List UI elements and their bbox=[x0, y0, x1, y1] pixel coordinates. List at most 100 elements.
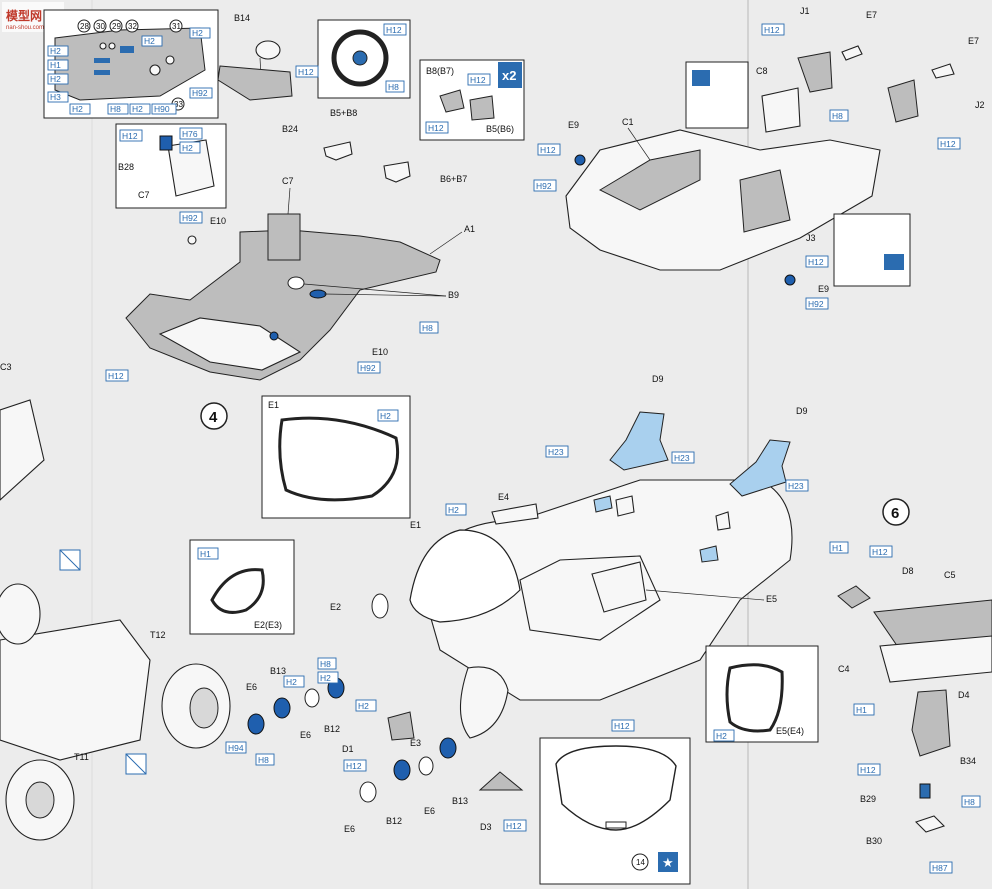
label-d1: D1 bbox=[342, 744, 354, 754]
label-t12: T12 bbox=[150, 630, 166, 640]
code-h12: H12 bbox=[860, 765, 876, 775]
label-d8: D8 bbox=[902, 566, 914, 576]
code-h1: H1 bbox=[856, 705, 867, 715]
label-b13: B13 bbox=[452, 796, 468, 806]
label-b29: B29 bbox=[860, 794, 876, 804]
label-b13: B13 bbox=[270, 666, 286, 676]
code-h12: H12 bbox=[386, 25, 402, 35]
step-number: 4 bbox=[209, 409, 218, 426]
label-c1: C1 bbox=[622, 117, 634, 127]
chassis-tub-a1: C7 E10 H92 A1 B9 H8 E10 H92 H12 bbox=[105, 176, 475, 382]
step-number: 6 bbox=[891, 505, 899, 522]
label-d9: D9 bbox=[652, 374, 664, 384]
label-c4: C4 bbox=[838, 664, 850, 674]
code-h12: H12 bbox=[872, 547, 888, 557]
code-h12: H12 bbox=[122, 131, 138, 141]
code-h2: H2 bbox=[380, 411, 391, 421]
code-h2: H2 bbox=[286, 677, 297, 687]
code-h2: H2 bbox=[50, 46, 61, 56]
no-cement-icon bbox=[125, 753, 147, 775]
headlight-group: B13 E6 H2 H8 H2 H2 E6 B12 H94 H8 D1 H12 … bbox=[225, 657, 527, 834]
label-e7: E7 bbox=[968, 36, 979, 46]
code-h12: H12 bbox=[346, 761, 362, 771]
code-h12: H12 bbox=[298, 67, 314, 77]
code-h2: H2 bbox=[72, 104, 83, 114]
circle-29: 29 bbox=[112, 22, 121, 31]
label-d3: D3 bbox=[480, 822, 492, 832]
label-d9: D9 bbox=[796, 406, 808, 416]
circle-31: 31 bbox=[172, 22, 181, 31]
small-parts-b5-b6: B5+B8 B6+B7 x2 B8(B7) H12 H12 B5(B6) bbox=[323, 59, 525, 184]
circle-33: 33 bbox=[174, 100, 183, 109]
label-b30: B30 bbox=[866, 836, 882, 846]
code-h12: H12 bbox=[764, 25, 780, 35]
dashboard-callout-circles: 28 30 29 32 31 33 bbox=[77, 19, 185, 111]
label-c3: C3 bbox=[0, 362, 12, 372]
label-d4: D4 bbox=[958, 690, 970, 700]
code-h12: H12 bbox=[614, 721, 630, 731]
code-h12: H12 bbox=[940, 139, 956, 149]
rear-suspension-group: C3 T11 T12 bbox=[0, 362, 231, 841]
code-h1: H1 bbox=[200, 549, 211, 559]
code-h92: H92 bbox=[182, 213, 198, 223]
label-t11: T11 bbox=[74, 752, 89, 762]
code-h92: H92 bbox=[192, 88, 208, 98]
label-b5-b8: B5+B8 bbox=[330, 108, 357, 118]
code-h1: H1 bbox=[50, 60, 61, 70]
code-h8: H8 bbox=[320, 659, 331, 669]
code-h87: H87 bbox=[932, 863, 948, 873]
label-e7: E7 bbox=[866, 10, 877, 20]
label-e9: E9 bbox=[568, 120, 579, 130]
label-e10: E10 bbox=[210, 216, 226, 226]
label-e1: E1 bbox=[268, 400, 279, 410]
windscreen-inset-e1: E1 H2 bbox=[261, 395, 411, 519]
code-h12: H12 bbox=[808, 257, 824, 267]
label-e2-e3: E2(E3) bbox=[254, 620, 282, 630]
code-h12: H12 bbox=[428, 123, 444, 133]
circle-32: 32 bbox=[128, 22, 137, 31]
code-h23: H23 bbox=[674, 453, 690, 463]
code-h8: H8 bbox=[388, 82, 399, 92]
label-b24: B24 bbox=[282, 124, 298, 134]
label-b6-b7: B6+B7 bbox=[440, 174, 467, 184]
code-h12: H12 bbox=[108, 371, 124, 381]
label-c7: C7 bbox=[138, 190, 150, 200]
code-h8: H8 bbox=[422, 323, 433, 333]
code-h94: H94 bbox=[228, 743, 244, 753]
rear-wing-group: H1 H12 D8 C5 C4 H1 D4 B34 H12 B29 H8 B30… bbox=[829, 541, 992, 874]
d9-parts: D9 H23 H23 D9 H23 bbox=[545, 374, 809, 563]
code-h2: H2 bbox=[182, 143, 193, 153]
window-inset-e5: H2 E5(E4) bbox=[705, 645, 819, 743]
label-b9: B9 bbox=[448, 290, 459, 300]
label-a1: A1 bbox=[464, 224, 475, 234]
code-h2: H2 bbox=[716, 731, 727, 741]
upper-body-c1: C1 E9 H12 H92 J1 H12 E7 E7 J2 H12 C8 H8 … bbox=[533, 6, 985, 310]
code-h76: H76 bbox=[182, 129, 198, 139]
label-b14: B14 bbox=[234, 13, 250, 23]
code-h1: H1 bbox=[832, 543, 843, 553]
circle-14: 14 bbox=[636, 858, 645, 867]
code-h8: H8 bbox=[832, 111, 843, 121]
label-c7: C7 bbox=[282, 176, 294, 186]
label-b8-b7: B8(B7) bbox=[426, 66, 454, 76]
label-e6: E6 bbox=[424, 806, 435, 816]
code-h92: H92 bbox=[360, 363, 376, 373]
code-h2: H2 bbox=[320, 673, 331, 683]
code-h92: H92 bbox=[808, 299, 824, 309]
dashboard-paint-codes: H2 H1 H2 H3 H2 H8 H2 H90 H2 H2 H92 bbox=[47, 27, 213, 115]
label-e5-e4: E5(E4) bbox=[776, 726, 804, 736]
steering-group: B14 H12 H8 H12 B24 bbox=[217, 13, 411, 134]
code-h2: H2 bbox=[132, 104, 143, 114]
label-j3: J3 bbox=[806, 233, 816, 243]
code-h90: H90 bbox=[154, 104, 170, 114]
watermark-text: 模型网 bbox=[6, 8, 42, 23]
code-h12: H12 bbox=[540, 145, 556, 155]
circle-30: 30 bbox=[96, 22, 105, 31]
label-e6: E6 bbox=[246, 682, 257, 692]
code-h8: H8 bbox=[964, 797, 975, 807]
code-h2: H2 bbox=[144, 36, 155, 46]
watermark-url: nan-shou.com bbox=[6, 25, 44, 31]
label-e4: E4 bbox=[498, 492, 509, 502]
label-b12: B12 bbox=[324, 724, 340, 734]
